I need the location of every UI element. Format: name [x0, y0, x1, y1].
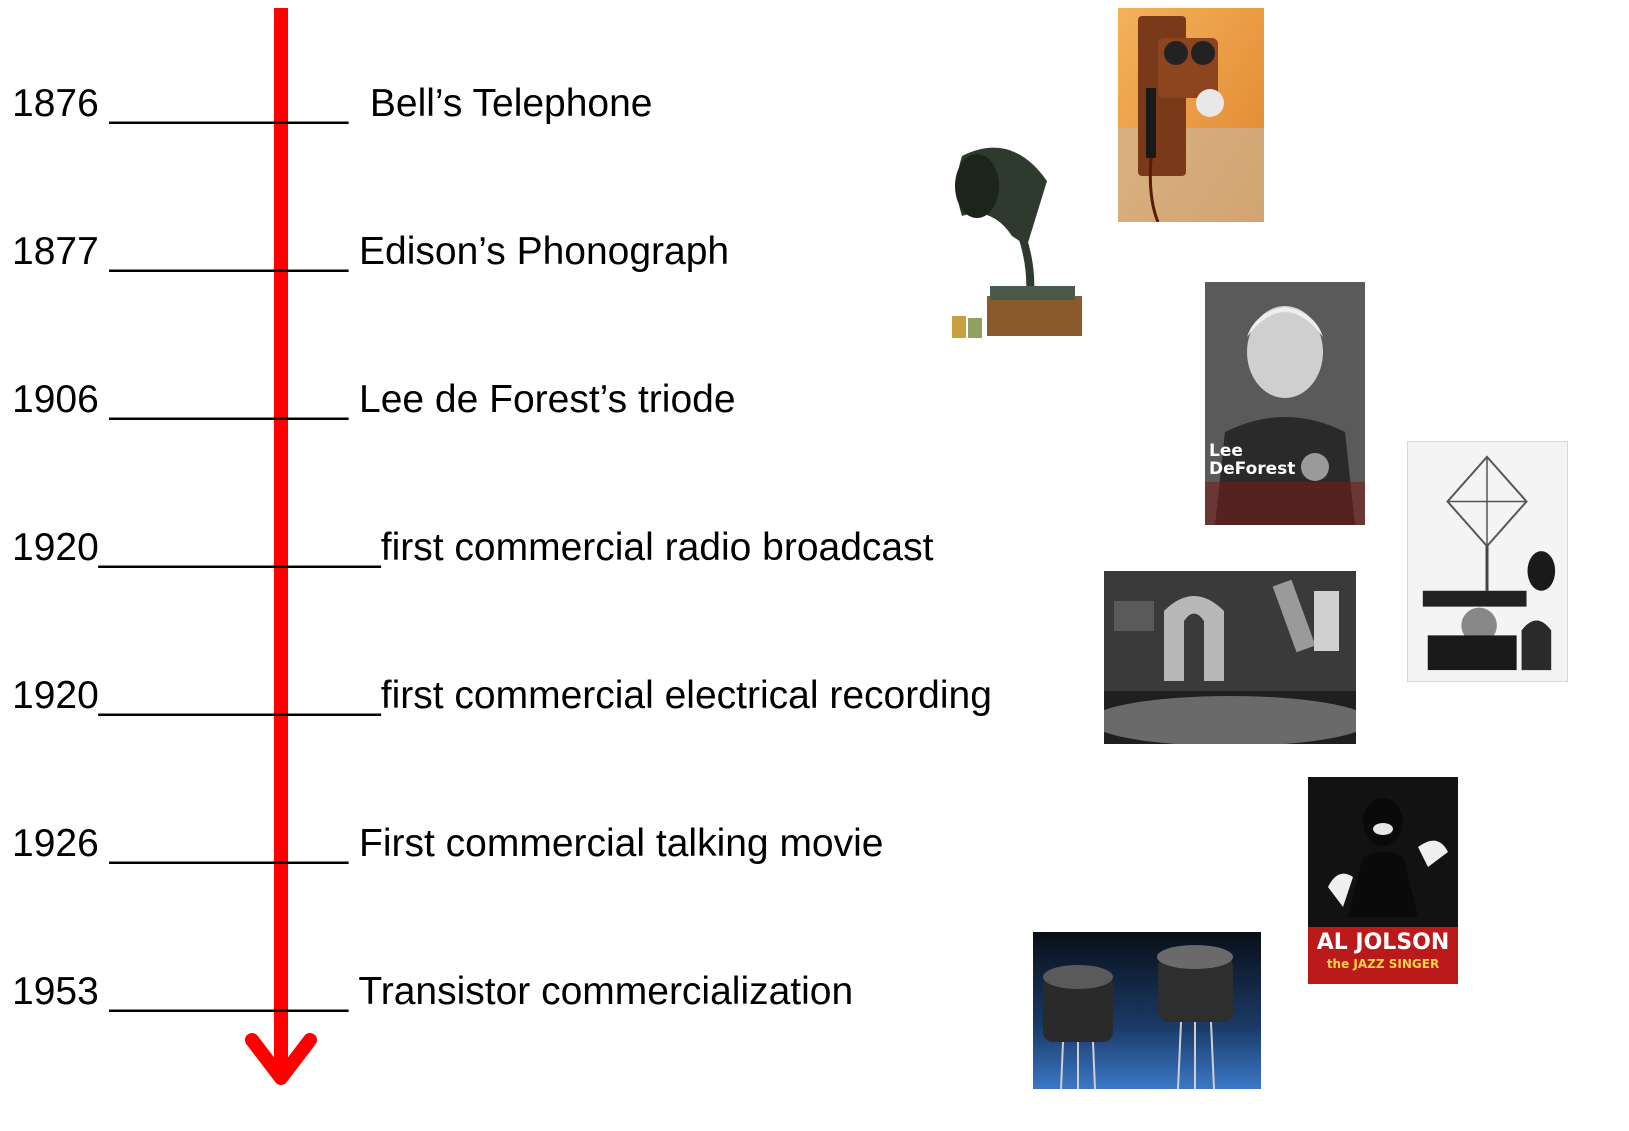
event-year: 1920 — [12, 674, 99, 717]
portrait-caption-line1: Lee — [1209, 441, 1243, 461]
early-radio-set-photo — [1407, 441, 1568, 682]
event-connector: _____________ — [98, 674, 381, 717]
jazz-singer-poster: AL JOLSON the JAZZ SINGER — [1308, 777, 1458, 984]
wall-telephone-photo — [1118, 8, 1264, 222]
poster-title: AL JOLSON — [1316, 930, 1450, 955]
phonograph-photo — [932, 136, 1090, 350]
event-label: Transistor commercialization — [358, 970, 854, 1013]
timeline-row-1953: 1953 ___________ Transistor commercializ… — [12, 972, 853, 1011]
event-year: 1877 — [12, 230, 99, 273]
event-connector: _____________ — [98, 526, 381, 569]
lee-deforest-portrait: Lee DeForest — [1205, 282, 1365, 525]
timeline-row-1877: 1877 ___________ Edison’s Phonograph — [12, 232, 729, 271]
event-year: 1920 — [12, 526, 99, 569]
event-label: First commercial talking movie — [359, 822, 884, 865]
event-year: 1953 — [12, 970, 99, 1013]
event-label: first commercial electrical recording — [380, 674, 992, 717]
electrical-recording-machine-photo — [1104, 571, 1356, 744]
event-connector: ___________ — [98, 822, 360, 865]
event-year: 1926 — [12, 822, 99, 865]
timeline-row-1920-recording: 1920_____________first commercial electr… — [12, 676, 992, 715]
event-label: first commercial radio broadcast — [380, 526, 934, 569]
event-label: Lee de Forest’s triode — [359, 378, 736, 421]
event-connector: ___________ — [98, 970, 359, 1013]
event-connector: ___________ — [98, 378, 360, 421]
poster-subtitle: the JAZZ SINGER — [1326, 957, 1440, 971]
portrait-caption-line2: DeForest — [1209, 459, 1296, 479]
timeline-arrow-head — [245, 1033, 317, 1085]
timeline-row-1906: 1906 ___________ Lee de Forest’s triode — [12, 380, 736, 419]
event-year: 1906 — [12, 378, 99, 421]
event-connector: ___________ — [98, 82, 370, 125]
timeline-row-1876: 1876 ___________ Bell’s Telephone — [12, 84, 653, 123]
event-label: Bell’s Telephone — [369, 82, 653, 125]
event-year: 1876 — [12, 82, 99, 125]
event-label: Edison’s Phonograph — [359, 230, 730, 273]
transistors-photo — [1033, 932, 1261, 1089]
timeline-row-1926: 1926 ___________ First commercial talkin… — [12, 824, 883, 863]
timeline-row-1920-radio: 1920_____________first commercial radio … — [12, 528, 933, 567]
event-connector: ___________ — [98, 230, 360, 273]
